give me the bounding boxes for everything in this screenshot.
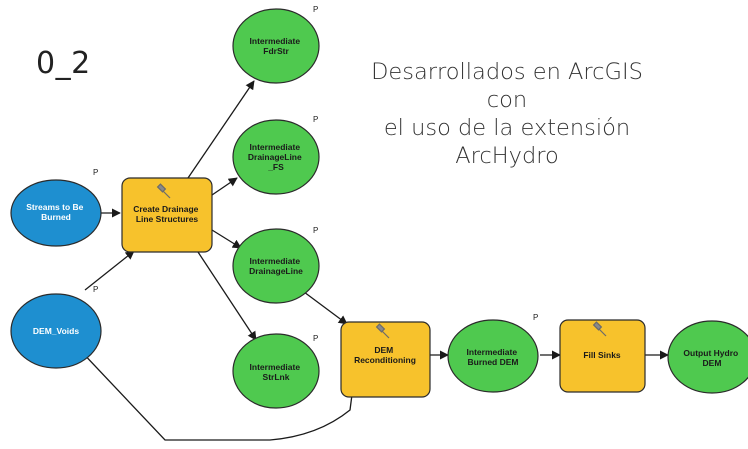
connector-create-to-drainageline xyxy=(211,229,242,249)
tool-label: Fill Sinks xyxy=(583,350,621,360)
tool-label: Create Drainage Line Structures xyxy=(133,204,201,224)
connector-create-to-strlnk xyxy=(197,251,257,341)
node-intermediate-strlnk[interactable]: Intermediate StrLnk P xyxy=(232,333,320,409)
node-label: Output Hydro DEM xyxy=(683,348,740,368)
node-output-hydro-dem[interactable]: Output Hydro DEM xyxy=(667,320,748,394)
hammer-icon xyxy=(592,321,607,337)
connector-create-to-drainagelinefs xyxy=(211,177,238,196)
node-label: Intermediate Burned DEM xyxy=(467,347,520,367)
connector-demvoids-to-create xyxy=(84,250,135,291)
param-marker: P xyxy=(313,115,318,124)
hammer-icon xyxy=(156,183,171,199)
tool-dem-reconditioning[interactable]: DEM Reconditioning xyxy=(340,321,431,398)
tool-label: DEM Reconditioning xyxy=(354,345,416,365)
connector-drainageline-to-recond xyxy=(299,288,348,325)
caption: Desarrollados en ArcGIS con el uso de la… xyxy=(352,58,662,170)
param-marker: P xyxy=(533,313,538,322)
param-marker: P xyxy=(93,168,98,177)
param-marker: P xyxy=(313,334,318,343)
connectors xyxy=(61,80,669,441)
node-label: Streams to Be Burned xyxy=(26,202,86,222)
node-label: Intermediate StrLnk xyxy=(250,362,303,382)
connector-demvoids-to-recond xyxy=(61,330,360,441)
caption-line: Desarrollados en ArcGIS con xyxy=(371,59,643,113)
node-intermediate-fdrstr[interactable]: Intermediate FdrStr P xyxy=(232,5,320,84)
node-label: DEM_Voids xyxy=(33,326,79,336)
node-intermediate-burned-dem[interactable]: Intermediate Burned DEM P xyxy=(447,313,539,393)
param-marker: P xyxy=(93,285,98,294)
caption-line: ArcHydro xyxy=(455,143,559,169)
hammer-icon xyxy=(375,323,390,339)
caption-line: el uso de la extensión xyxy=(383,115,631,141)
param-marker: P xyxy=(313,5,318,14)
connector-create-to-fdrstr xyxy=(187,80,255,179)
node-dem-voids[interactable]: DEM_Voids P xyxy=(10,285,102,369)
node-streams-to-be-burned[interactable]: Streams to Be Burned P xyxy=(10,168,102,247)
slide-label: 0_2 xyxy=(36,46,91,81)
node-intermediate-drainageline[interactable]: Intermediate DrainageLine P xyxy=(232,226,320,304)
node-intermediate-drainageline-fs[interactable]: Intermediate DrainageLine _FS P xyxy=(232,115,320,195)
tool-create-drainage-line-structures[interactable]: Create Drainage Line Structures xyxy=(121,177,213,253)
param-marker: P xyxy=(313,226,318,235)
node-label: Intermediate FdrStr xyxy=(250,36,303,56)
node-label: Intermediate DrainageLine _FS xyxy=(248,142,304,172)
node-label: Intermediate DrainageLine xyxy=(249,256,303,276)
tool-fill-sinks[interactable]: Fill Sinks xyxy=(559,319,646,393)
